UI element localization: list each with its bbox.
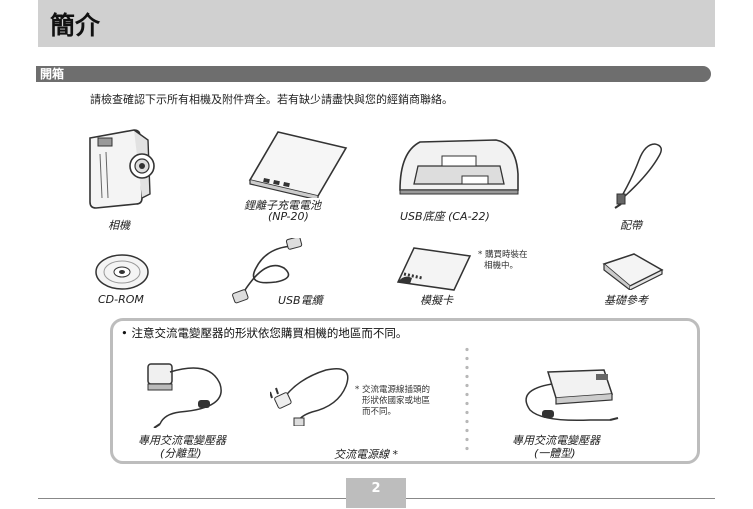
memory-card-label: 模擬卡 — [420, 294, 453, 307]
title-bar: 簡介 — [38, 0, 715, 47]
camera-label: 相機 — [108, 219, 130, 232]
intro-text: 請檢查確認下示所有相機及附件齊全。若有缺少請盡快與您的經銷商聯絡。 — [90, 93, 453, 106]
separate-adapter-illustration — [140, 350, 240, 428]
section-title: 開箱 — [40, 67, 65, 81]
booklet-illustration — [600, 252, 664, 290]
card-note-line1: * 購買時裝在 — [478, 250, 528, 260]
strap-illustration — [605, 138, 665, 210]
strap-label: 配帶 — [620, 219, 642, 232]
usb-cable-illustration — [226, 238, 306, 308]
dotted-divider — [465, 345, 469, 453]
ac-adapter-box: • 注意交流電變壓器的形狀依您購買相機的地區而不同。 — [110, 318, 700, 464]
section-bar: 開箱 — [36, 66, 711, 82]
memory-card-illustration — [394, 244, 474, 294]
card-note-line2: 相機中。 — [484, 261, 519, 271]
battery-label: 鋰離子充電電池 — [244, 199, 321, 212]
integrated-adapter-label: 專用交流電變壓器 — [512, 434, 600, 447]
page-title: 簡介 — [50, 11, 101, 40]
basic-reference-label: 基礎參考 — [604, 294, 648, 307]
cdrom-illustration — [94, 252, 150, 292]
page-number-box: 2 — [346, 478, 406, 508]
cord-note-line3: 而不同。 — [362, 407, 397, 417]
usb-cable-label: USB電纜 — [278, 294, 323, 307]
cdrom-label: CD-ROM — [98, 293, 144, 306]
integrated-adapter-type: (一體型) — [534, 447, 576, 460]
battery-illustration — [248, 130, 348, 198]
ac-adapter-note: • 注意交流電變壓器的形狀依您購買相機的地區而不同。 — [121, 326, 408, 340]
usb-cradle-label: USB底座 (CA-22) — [400, 210, 490, 223]
camera-illustration — [82, 128, 162, 210]
power-cord-label: 交流電源線 * — [334, 448, 398, 461]
battery-model-label: (NP-20) — [268, 210, 309, 223]
separate-adapter-type: (分離型) — [160, 447, 202, 460]
separate-adapter-label: 專用交流電變壓器 — [138, 434, 226, 447]
usb-cradle-illustration — [396, 134, 521, 196]
integrated-adapter-illustration — [512, 364, 622, 428]
cord-note-line1: * 交流電源線插頭的 — [355, 385, 430, 395]
power-cord-illustration — [270, 360, 360, 426]
page-number: 2 — [371, 481, 381, 496]
cord-note-line2: 形狀依國家或地區 — [362, 396, 431, 406]
